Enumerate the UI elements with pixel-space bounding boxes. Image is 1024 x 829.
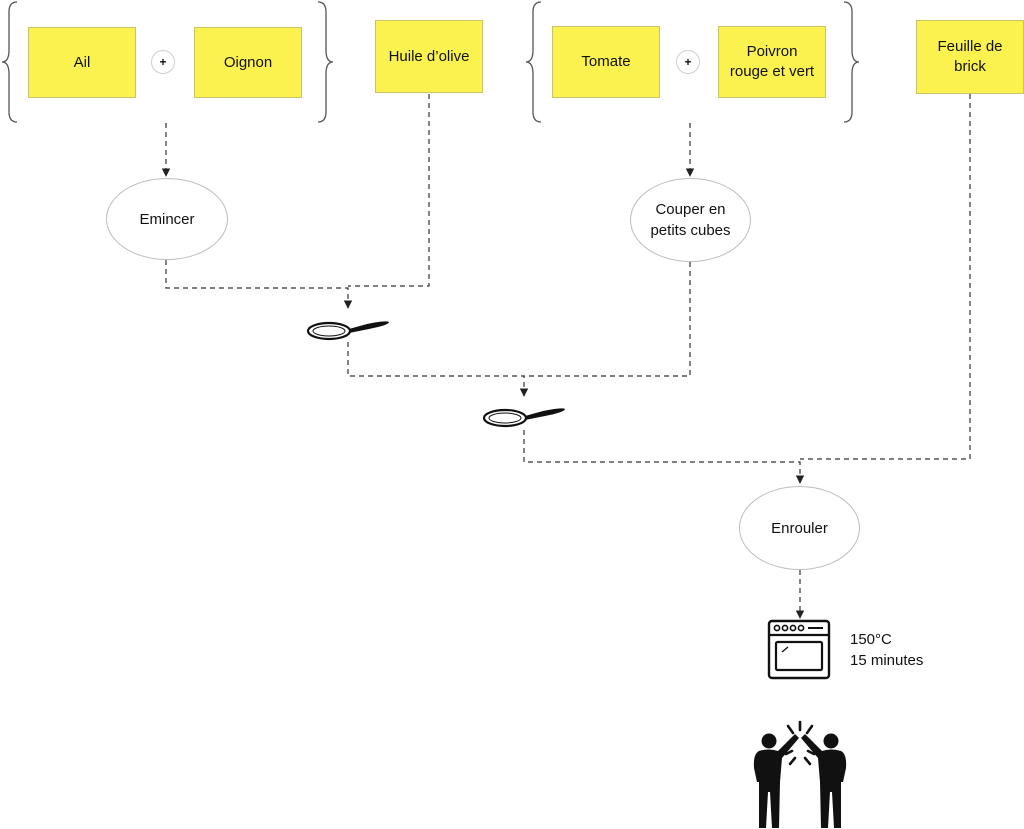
- connector-emincer-pan1: [165, 260, 353, 309]
- connector-huile-pan1: [348, 94, 430, 287]
- connector-pan1-pan2: [347, 342, 529, 397]
- oven-icon: [767, 619, 831, 680]
- ingredient-feuille-brick: Feuille de brick: [916, 20, 1024, 94]
- connector-brick-enrouler: [800, 94, 971, 460]
- frying-pan-icon: [482, 408, 565, 428]
- step-emincer: Emincer: [106, 178, 228, 260]
- high-five-icon: [753, 720, 847, 828]
- plus-operator-2: +: [676, 50, 700, 74]
- group-bracket-left-1: [1, 1, 18, 123]
- group-bracket-right-2: [843, 1, 860, 123]
- step-enrouler: Enrouler: [739, 486, 860, 570]
- connector-couper-pan2: [524, 262, 691, 377]
- ingredient-ail: Ail: [28, 27, 136, 98]
- ingredient-poivron: Poivron rouge et vert: [718, 26, 826, 98]
- plus-operator-1: +: [151, 50, 175, 74]
- ingredient-oignon: Oignon: [194, 27, 302, 98]
- connector-pan2-enrouler: [523, 430, 805, 484]
- ingredient-huile-olive: Huile d’olive: [375, 20, 483, 93]
- oven-duration: 15 minutes: [850, 652, 924, 669]
- frying-pan-icon: [306, 321, 389, 341]
- ingredient-tomate: Tomate: [552, 26, 660, 98]
- oven-temperature: 150°C: [850, 631, 892, 648]
- oven-settings: 150°C 15 minutes: [850, 629, 923, 671]
- step-couper-cubes: Couper en petits cubes: [630, 178, 751, 262]
- group-bracket-right-1: [317, 1, 334, 123]
- group-bracket-left-2: [525, 1, 542, 123]
